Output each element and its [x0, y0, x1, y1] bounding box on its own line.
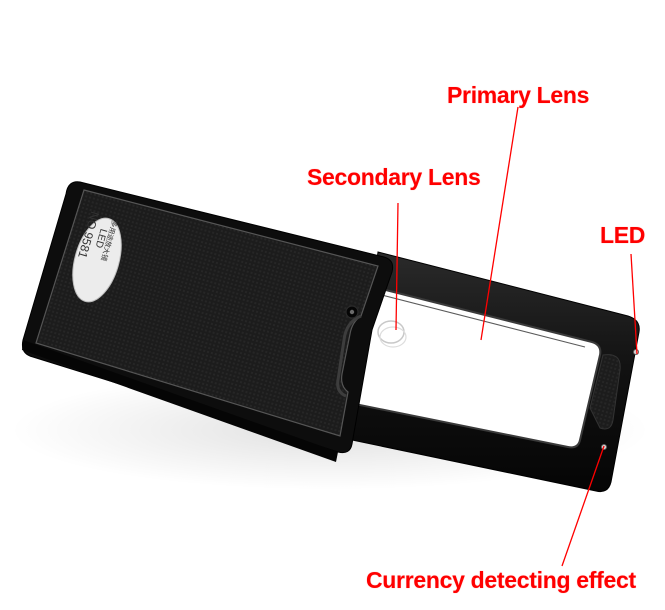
right-grip-pad	[589, 354, 621, 430]
led-pointer	[630, 253, 638, 355]
secondary-lens	[377, 320, 407, 348]
led-bulb-icon	[633, 348, 640, 355]
currency-pointer	[561, 445, 605, 567]
magnifier-body	[22, 181, 394, 462]
model-badge	[72, 217, 122, 303]
led-label: LED	[600, 222, 646, 248]
primary-lens-label: Primary Lens	[447, 82, 590, 108]
primary-lens-pointer	[480, 106, 519, 341]
leader-lines	[395, 106, 638, 567]
secondary-lens-label: Secondary Lens	[307, 164, 481, 190]
currency-detecting-label: Currency detecting effect	[366, 567, 636, 593]
secondary-lens-pointer	[395, 202, 399, 331]
lens-frame	[343, 251, 640, 493]
primary-lens-window	[343, 282, 602, 449]
